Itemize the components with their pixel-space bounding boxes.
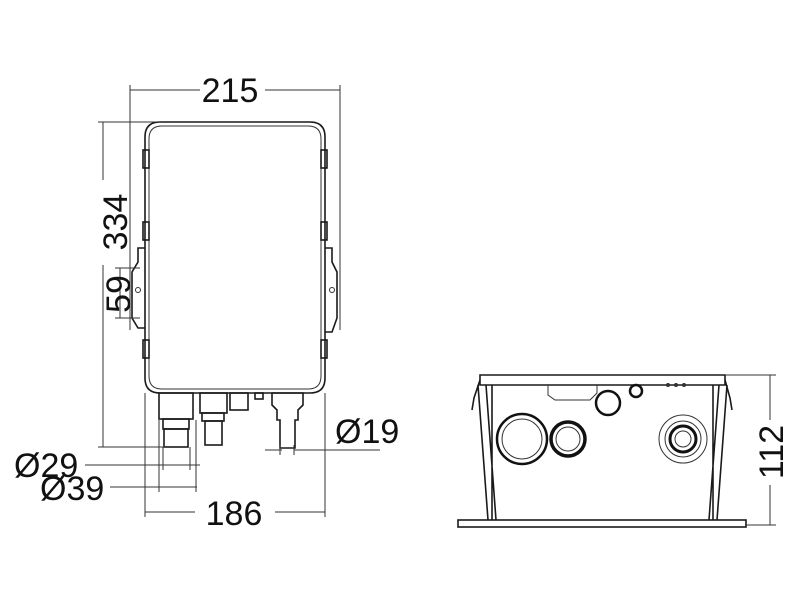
dim-base-186: 186 — [206, 495, 263, 533]
dim-side-height-112: 112 — [753, 425, 791, 479]
side-clips — [142, 149, 328, 359]
side-clip-right — [724, 379, 733, 411]
side-view: 112 — [457, 374, 791, 528]
ports — [495, 383, 708, 466]
dimension-lines — [85, 85, 380, 517]
side-clip-left — [471, 379, 481, 411]
dim-height-334: 334 — [97, 194, 135, 251]
side-dimension-lines — [725, 374, 776, 526]
dim-outlet-29: Ø29 — [14, 447, 78, 485]
front-housing — [144, 121, 326, 394]
side-base-plate — [457, 519, 747, 528]
front-housing-inner — [148, 125, 322, 390]
dim-mount-59: 59 — [100, 275, 138, 313]
side-housing — [479, 374, 726, 386]
outlet-fittings — [158, 392, 304, 449]
side-housing-body — [477, 384, 728, 521]
mount-hole — [329, 287, 335, 293]
mount-hole — [135, 287, 141, 293]
dim-inlet-19: Ø19 — [335, 413, 399, 451]
front-view: 215 334 59 Ø29 Ø39 186 Ø19 — [14, 72, 399, 533]
dim-outlet-39: Ø39 — [40, 470, 104, 508]
dim-width-215: 215 — [202, 72, 259, 110]
left-mount-bracket — [131, 247, 145, 329]
right-mount-bracket — [325, 247, 338, 333]
top-recess — [547, 385, 598, 401]
